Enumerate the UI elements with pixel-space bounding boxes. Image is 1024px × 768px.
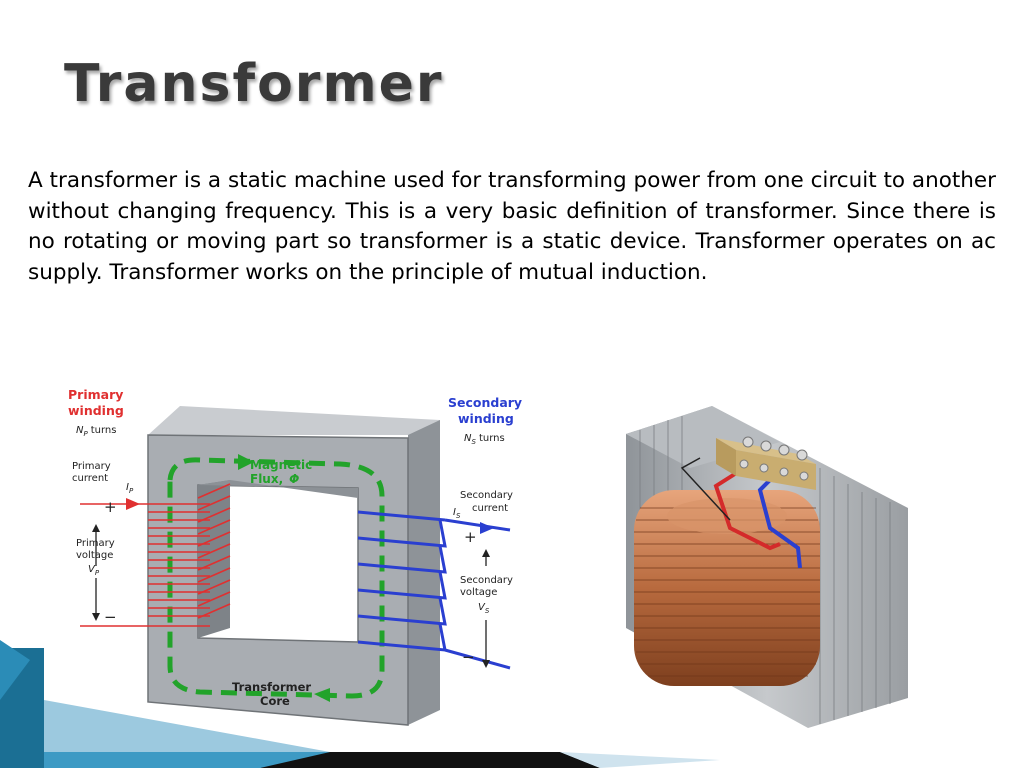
secondary-voltage-symbol: VS [478,602,490,615]
copper-coil [634,490,820,686]
slide-title: Transformer [64,54,444,114]
slide-paragraph: A transformer is a static machine used f… [28,168,996,285]
secondary-voltage-label-2: voltage [460,587,497,598]
primary-voltage-label: Primary [76,538,115,549]
flux-arrow-bottom [314,688,330,702]
transformer-photo [626,406,908,728]
secondary-minus: − [462,648,475,666]
primary-plus: + [104,498,117,516]
flux-arrow-top [238,454,254,470]
primary-current-symbol: IP [126,482,134,495]
red-wire [713,470,781,551]
primary-voltage-symbol: VP [88,564,100,577]
primary-winding [80,483,231,627]
secondary-plus: + [464,528,477,546]
magnetic-flux-label-2: Flux,Φ [250,472,299,486]
secondary-winding [357,510,511,670]
primary-minus: − [104,608,117,626]
secondary-current-label: Secondary [460,490,513,501]
primary-winding-label: Primary [68,387,123,402]
primary-winding-label-2: winding [68,403,124,418]
primary-current-label: Primary [72,461,111,472]
core-label-2: Core [260,694,290,708]
secondary-winding-label-2: winding [458,411,514,426]
primary-voltage-label-2: voltage [76,550,113,561]
secondary-current-symbol: IS [453,507,461,520]
secondary-current-arrow [480,522,494,534]
secondary-current-label-2: current [472,503,508,514]
core-top-face [148,406,440,435]
blue-wire [757,468,802,569]
magnetic-flux-loop [167,457,385,699]
primary-current-arrow [126,498,140,510]
secondary-voltage-label: Secondary [460,575,513,586]
magnetic-flux-label: Magnetic [250,458,312,472]
core-label: Transformer [232,680,311,694]
secondary-winding-label: Secondary [448,395,522,410]
primary-current-label-2: current [72,473,108,484]
